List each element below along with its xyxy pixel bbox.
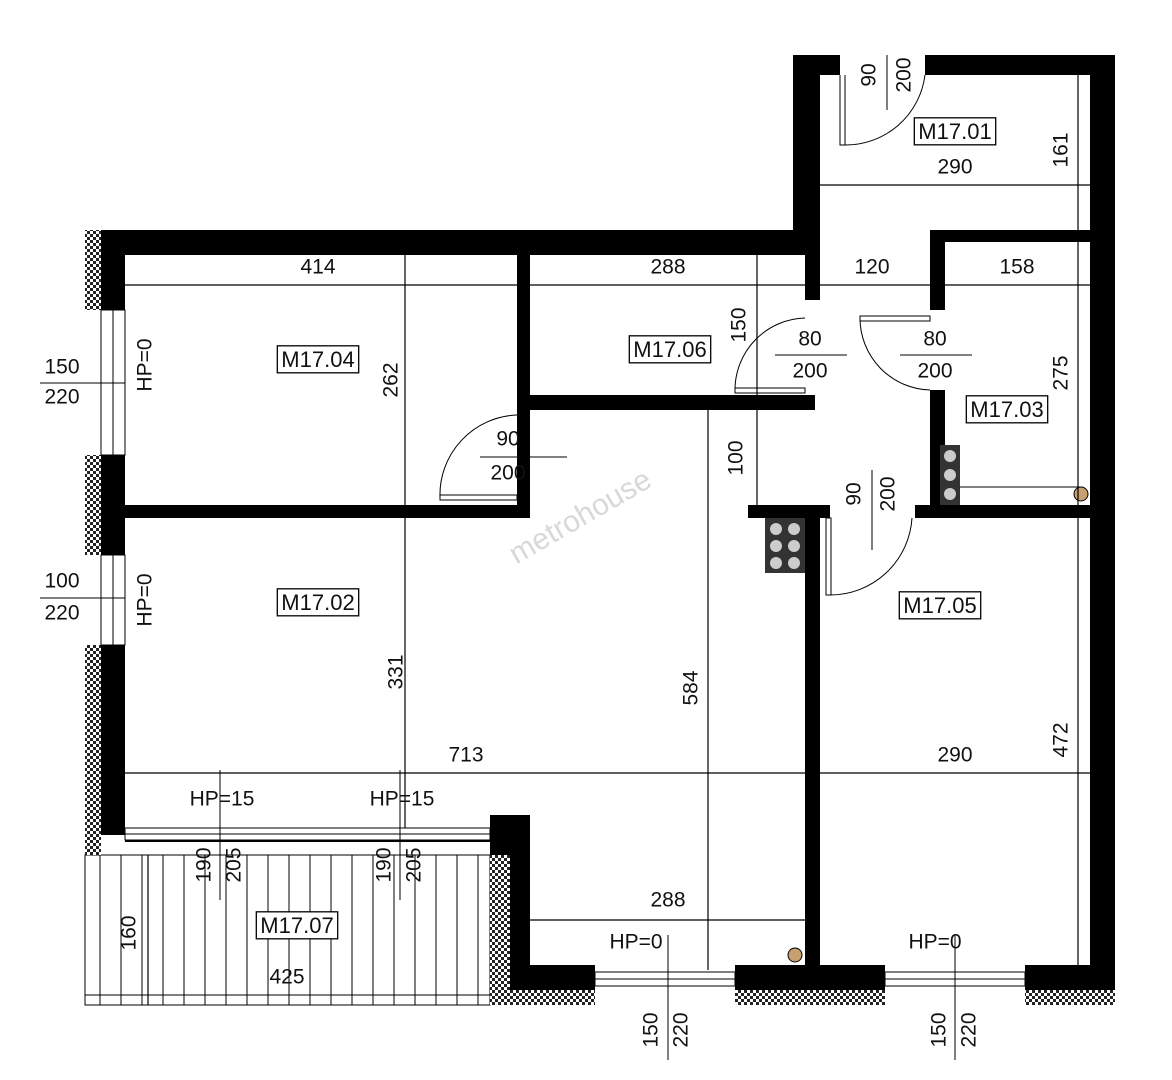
dimension-label: 100 [725, 440, 748, 475]
room-label: M17.01 [918, 119, 991, 144]
dimension-label: HP=0 [609, 931, 662, 954]
room-label-box [255, 911, 339, 940]
room-label: M17.06 [633, 337, 706, 362]
dimension-label: HP=0 [134, 338, 157, 391]
room-label: M17.04 [281, 347, 354, 372]
dimension-label: 200 [490, 462, 525, 485]
dimension-label: 220 [44, 386, 79, 409]
dimension-label: HP=15 [190, 788, 255, 811]
dimension-label: 200 [792, 360, 827, 383]
dimension-label: 90 [858, 63, 881, 86]
dimension-label: HP=15 [370, 788, 435, 811]
dimension-label: 425 [269, 966, 304, 989]
dimension-label: 200 [893, 57, 916, 92]
dimension-label: 288 [650, 889, 685, 912]
room-label: M17.05 [903, 593, 976, 618]
dimension-label: 190 [373, 847, 396, 882]
room-label-box [965, 395, 1049, 424]
dimension-label: 161 [1050, 132, 1073, 167]
ventilation-shafts [765, 445, 1089, 963]
windows [100, 309, 1026, 987]
dimension-label: HP=0 [908, 931, 961, 954]
dimension-label: 90 [843, 482, 866, 505]
room-label-box [898, 591, 982, 620]
dimension-label: 200 [877, 476, 900, 511]
dimension-label: 290 [937, 156, 972, 179]
dimension-label: 150 [728, 307, 751, 342]
dimension-label: 90 [496, 428, 519, 451]
room-label-box [628, 335, 712, 364]
dimension-label: 100 [44, 570, 79, 593]
dimension-label: 150 [44, 356, 79, 379]
dimension-label: 288 [650, 256, 685, 279]
dimension-label: 262 [380, 362, 403, 397]
dimension-label: 331 [385, 654, 408, 689]
dimension-label: 290 [937, 744, 972, 767]
dimension-label: 584 [680, 670, 703, 705]
room-label-box [276, 588, 360, 617]
dimension-label: 80 [798, 328, 821, 351]
dimension-label: 200 [917, 360, 952, 383]
dimension-label: 190 [193, 847, 216, 882]
room-label: M17.03 [970, 397, 1043, 422]
room-label: M17.07 [260, 913, 333, 938]
dimension-label: 80 [923, 328, 946, 351]
dimension-label: 150 [928, 1012, 951, 1047]
doors [439, 74, 931, 596]
dimension-label: 158 [999, 256, 1034, 279]
dimension-label: 275 [1050, 355, 1073, 390]
dimension-label: 205 [403, 847, 426, 882]
room-label-box [913, 117, 997, 146]
dimension-label: 414 [300, 256, 335, 279]
dimension-label: 120 [854, 256, 889, 279]
dimension-label: 472 [1050, 722, 1073, 757]
dimension-label: 205 [223, 847, 246, 882]
room-label: M17.02 [281, 590, 354, 615]
dimension-lines [40, 55, 1090, 1060]
room-label-box [276, 345, 360, 374]
dimension-label: 220 [670, 1012, 693, 1047]
dimension-label: 150 [640, 1012, 663, 1047]
dimension-label: 220 [44, 602, 79, 625]
dimension-label: 220 [958, 1012, 981, 1047]
dimension-label: HP=0 [134, 573, 157, 626]
walls [85, 55, 1115, 1005]
dimension-label: 160 [118, 915, 141, 950]
dimension-label: 713 [448, 744, 483, 767]
